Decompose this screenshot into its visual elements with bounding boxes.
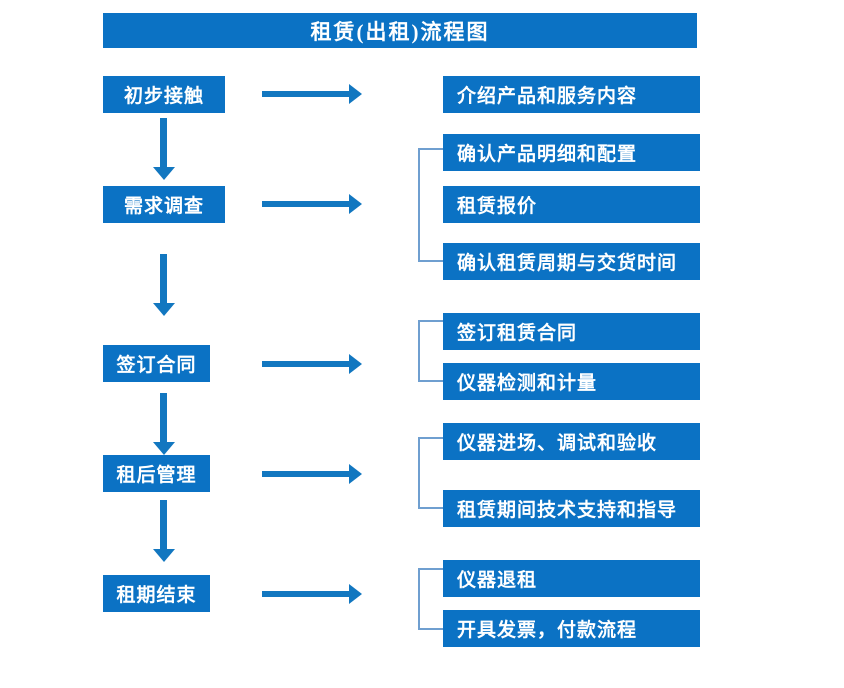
detail-box-instrument-inspection[interactable]: 仪器检测和计量 (443, 363, 700, 400)
arrow-stage3-to-stage4 (153, 393, 175, 455)
stage-box-post-rental-management[interactable]: 租后管理 (103, 455, 210, 492)
detail-box-instrument-onsite-commissioning[interactable]: 仪器进场、调试和验收 (443, 423, 700, 460)
arrow-stage2-to-stage3 (153, 254, 175, 316)
arrow-stage1-to-details (262, 84, 362, 104)
stage-box-sign-contract[interactable]: 签订合同 (103, 345, 210, 382)
arrow-stage2-to-details (262, 194, 362, 214)
detail-box-introduce-products[interactable]: 介绍产品和服务内容 (443, 76, 700, 113)
arrow-stage1-to-stage2 (153, 118, 175, 180)
detail-box-technical-support[interactable]: 租赁期间技术支持和指导 (443, 490, 700, 527)
arrow-stage3-to-details (262, 354, 362, 374)
detail-box-confirm-product-details[interactable]: 确认产品明细和配置 (443, 134, 700, 171)
arrow-stage5-to-details (262, 584, 362, 604)
bracket-connector-stage5 (418, 568, 443, 630)
bracket-connector-stage3 (418, 320, 443, 382)
detail-box-instrument-return[interactable]: 仪器退租 (443, 560, 700, 597)
diagram-title: 租赁(出租)流程图 (103, 13, 697, 48)
bracket-connector-stage4 (418, 437, 443, 509)
stage-box-needs-survey[interactable]: 需求调查 (103, 186, 225, 223)
arrow-stage4-to-details (262, 464, 362, 484)
detail-box-confirm-period-delivery[interactable]: 确认租赁周期与交货时间 (443, 243, 700, 280)
detail-box-rental-quote[interactable]: 租赁报价 (443, 186, 700, 223)
bracket-connector-stage2 (418, 148, 443, 262)
arrow-stage4-to-stage5 (153, 500, 175, 562)
detail-box-invoice-payment[interactable]: 开具发票，付款流程 (443, 610, 700, 647)
stage-box-initial-contact[interactable]: 初步接触 (103, 76, 225, 113)
stage-box-rental-end[interactable]: 租期结束 (103, 575, 210, 612)
detail-box-sign-rental-contract[interactable]: 签订租赁合同 (443, 313, 700, 350)
